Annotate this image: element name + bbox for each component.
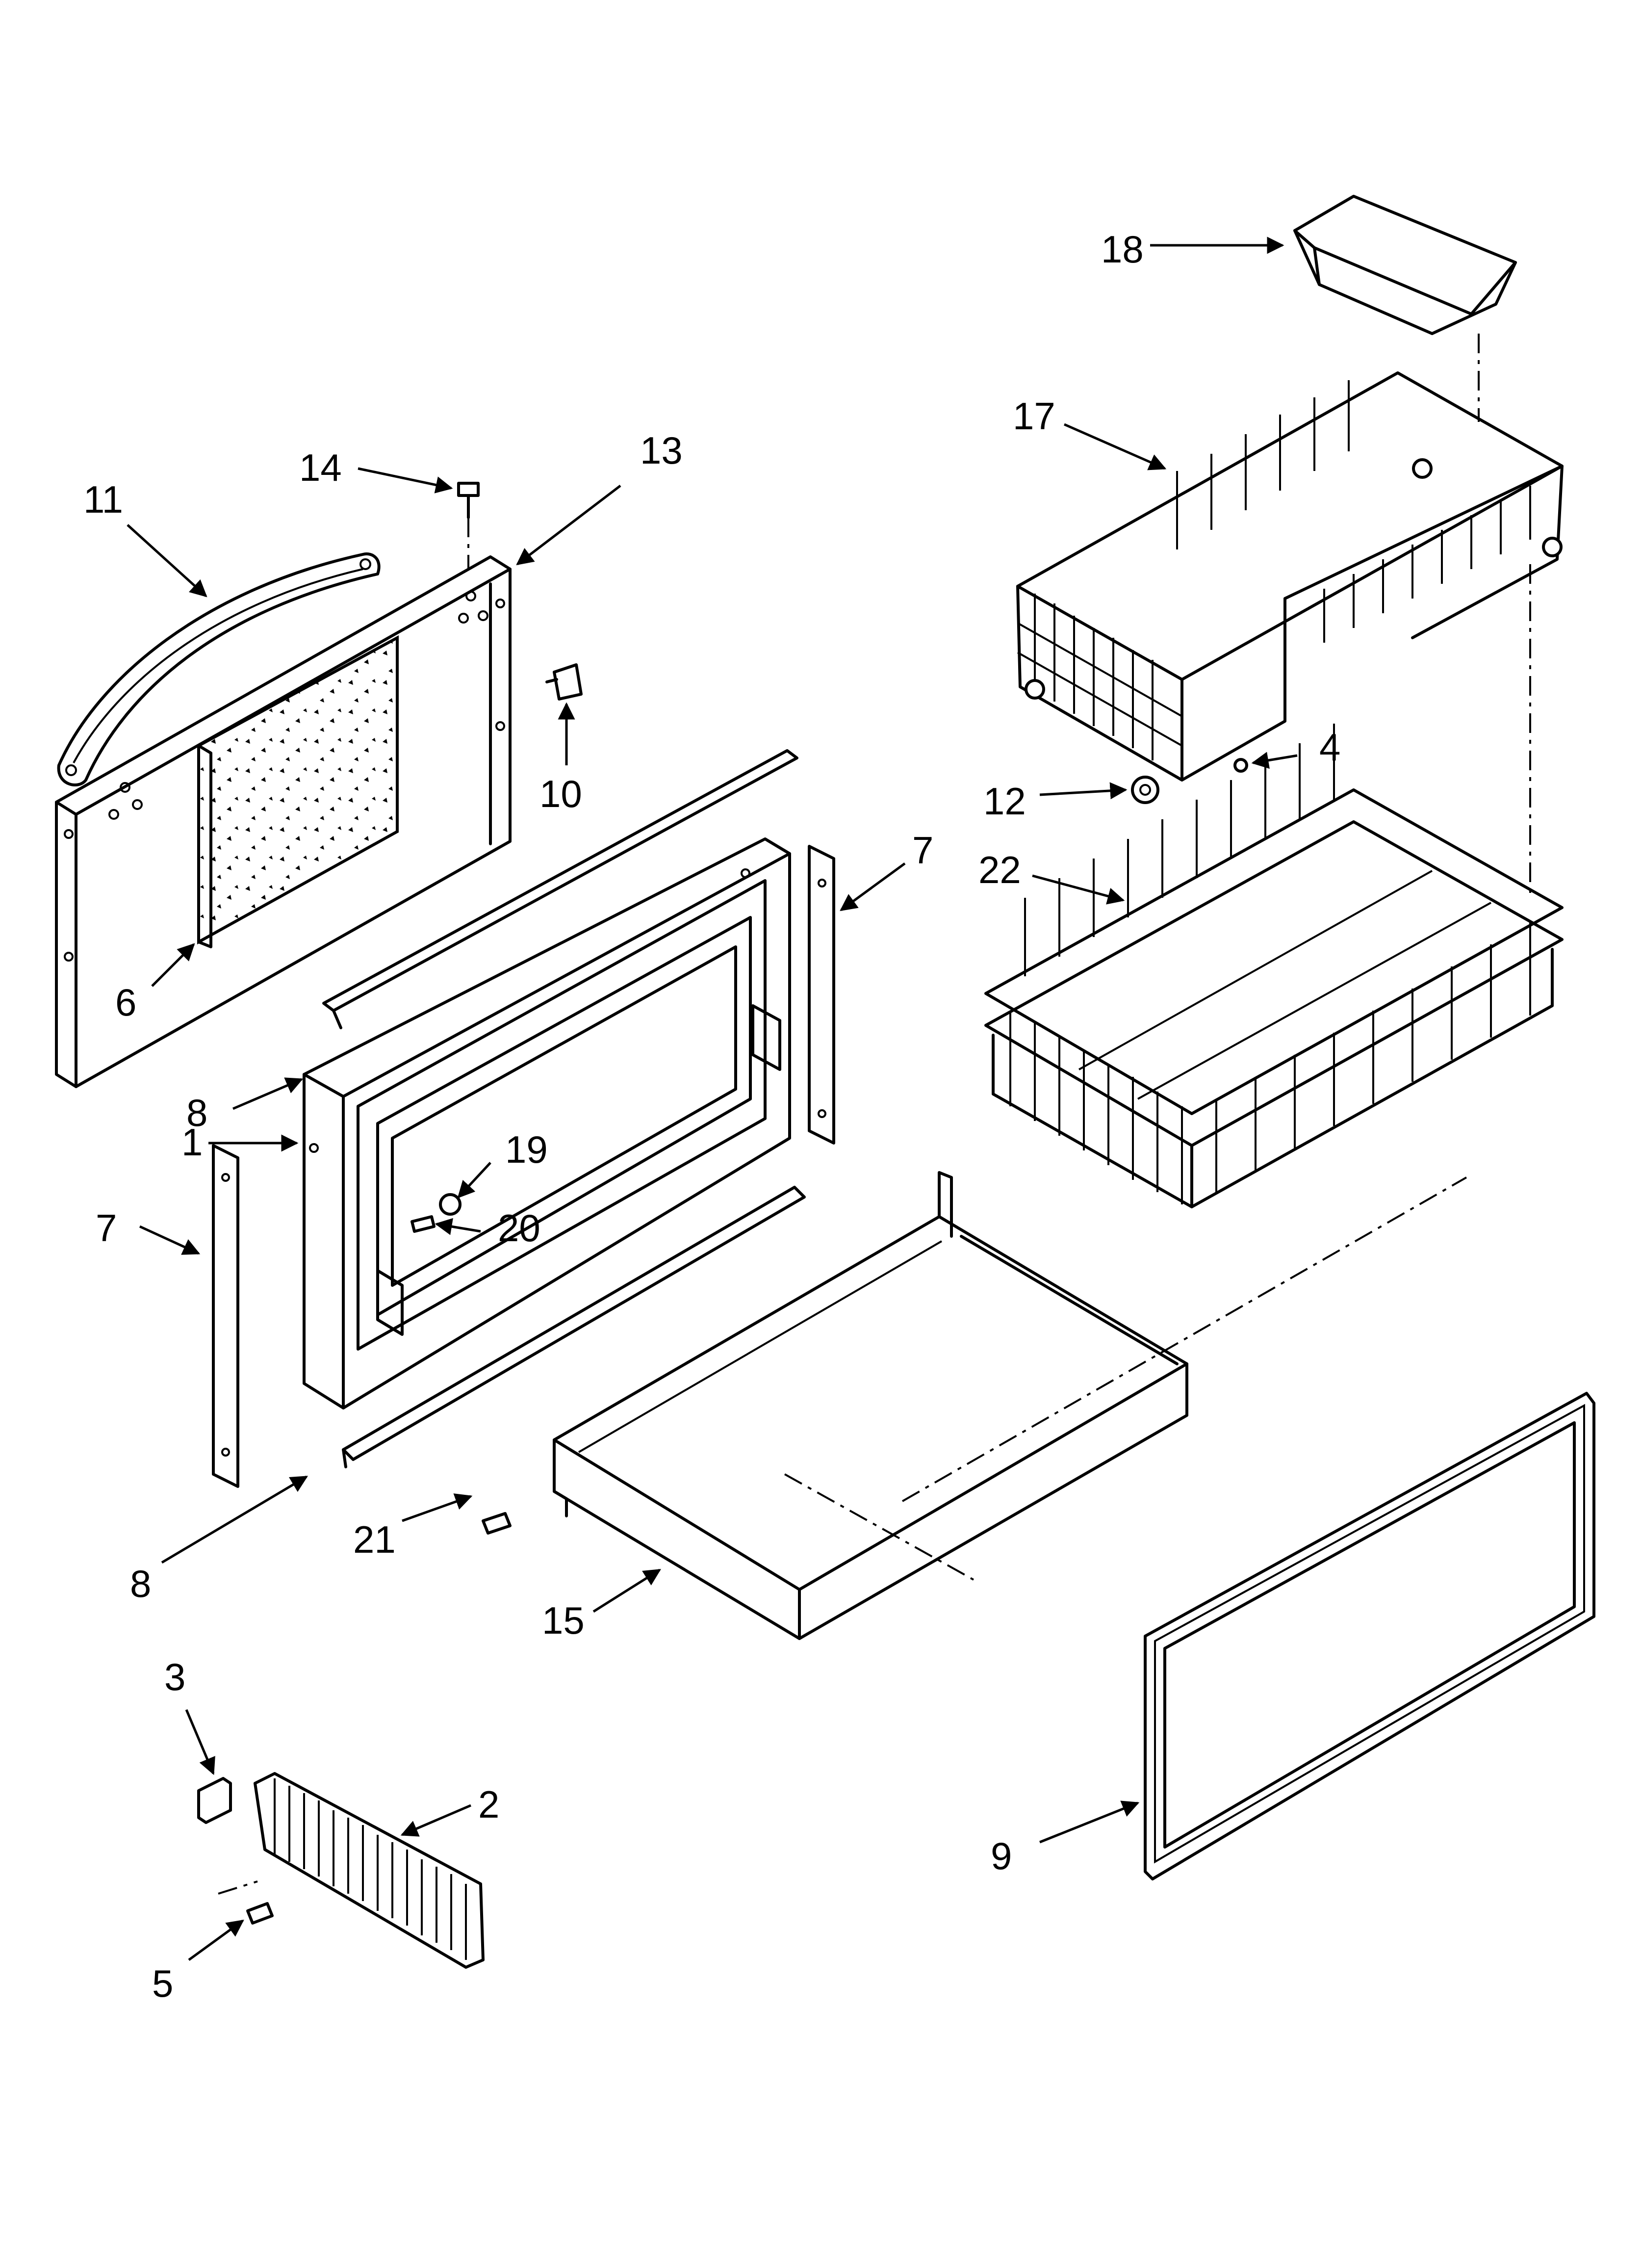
callout-14: 14 xyxy=(299,446,342,489)
callout-22: 22 xyxy=(978,848,1021,891)
screw-10 xyxy=(545,663,583,701)
bracket-8-upper xyxy=(322,749,798,1029)
callout-10: 10 xyxy=(539,772,582,815)
shelf-bracket xyxy=(197,1777,232,1824)
screw-21 xyxy=(482,1512,512,1535)
callout-4: 4 xyxy=(1319,726,1340,769)
callout-7-right: 7 xyxy=(912,829,933,872)
callout-6: 6 xyxy=(115,981,136,1024)
wire-divider-shelf xyxy=(254,1772,485,1969)
inner-door-liner xyxy=(303,837,791,1409)
lower-wire-basket xyxy=(984,564,1564,1208)
upper-wire-basket xyxy=(1016,371,1564,782)
callout-8-upper: 8 xyxy=(186,1091,207,1134)
callout-18: 18 xyxy=(1101,228,1144,271)
callout-20: 20 xyxy=(498,1206,540,1250)
callout-15: 15 xyxy=(542,1599,585,1642)
storage-bin xyxy=(1293,195,1517,422)
callout-17: 17 xyxy=(1013,394,1055,438)
screw-5 xyxy=(218,1880,274,1925)
callout-21: 21 xyxy=(353,1518,396,1561)
slide-frame xyxy=(553,1171,1467,1640)
callout-9: 9 xyxy=(991,1834,1012,1877)
callout-19: 19 xyxy=(505,1128,548,1171)
callout-3: 3 xyxy=(164,1655,185,1698)
side-rail-7-left xyxy=(212,1144,239,1488)
roller-12 xyxy=(1131,776,1159,804)
side-rail-7-right xyxy=(808,845,835,1145)
callout-1: 1 xyxy=(181,1121,203,1164)
clip-4 xyxy=(1233,758,1248,773)
callout-8-lower: 8 xyxy=(130,1562,151,1605)
door-gasket xyxy=(1144,1392,1595,1880)
callout-12: 12 xyxy=(983,780,1026,823)
screw-14 xyxy=(457,482,480,569)
callout-11: 11 xyxy=(83,478,123,521)
pin-20 xyxy=(410,1215,436,1233)
callout-5: 5 xyxy=(152,1962,173,2005)
insulation-panel xyxy=(197,635,399,948)
door-handle xyxy=(57,552,381,786)
stop-19 xyxy=(439,1193,462,1216)
bracket-8-lower xyxy=(342,1186,806,1468)
callout-7-left: 7 xyxy=(96,1206,117,1250)
callout-2: 2 xyxy=(478,1783,499,1826)
callout-leaders xyxy=(127,236,1298,1961)
callout-13: 13 xyxy=(640,429,683,472)
